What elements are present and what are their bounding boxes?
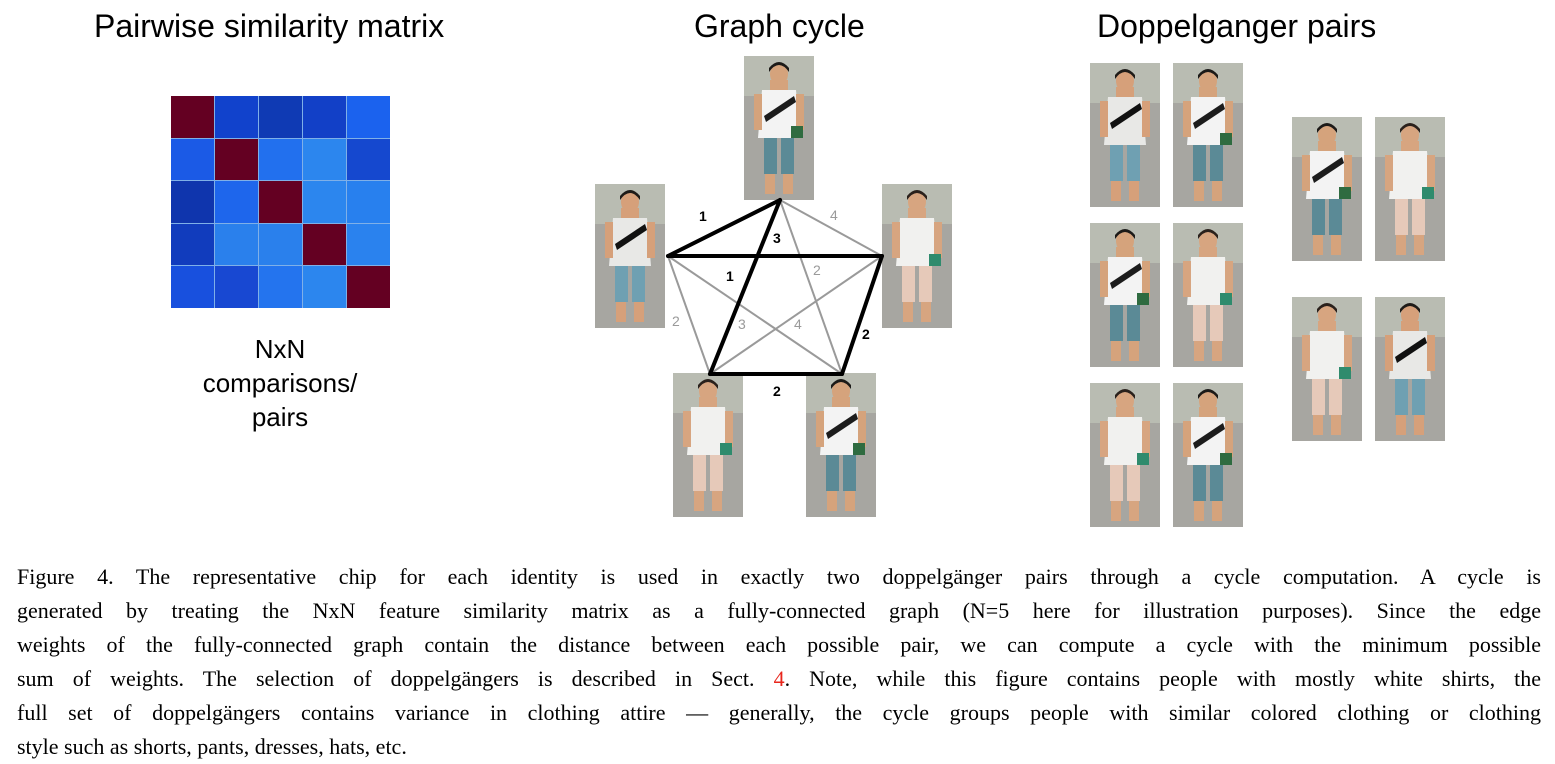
matrix-cell bbox=[215, 181, 258, 223]
edge-weight-label: 3 bbox=[773, 230, 781, 246]
person-figure bbox=[1090, 63, 1160, 207]
person-chip bbox=[673, 373, 743, 517]
caption-text: sum of weights. The selection of doppelg… bbox=[17, 666, 774, 691]
matrix-cell bbox=[259, 181, 302, 223]
pair-chip bbox=[1173, 223, 1243, 367]
edge-weight-label: 2 bbox=[862, 326, 870, 342]
edge-weight-label: 2 bbox=[813, 262, 821, 278]
matrix-cell bbox=[303, 223, 346, 266]
matrix-cell bbox=[259, 138, 302, 181]
pair-chip bbox=[1090, 63, 1160, 207]
edge-weight-label: 1 bbox=[699, 208, 707, 224]
graph-edge bbox=[667, 255, 711, 375]
matrix-cell bbox=[215, 96, 258, 138]
caption-line: Figure 4. The representative chip for ea… bbox=[17, 564, 1541, 589]
edge-weight-label: 4 bbox=[830, 207, 838, 223]
figure-caption: Figure 4. The representative chip for ea… bbox=[17, 560, 1541, 764]
person-chip bbox=[595, 184, 665, 328]
person-chip bbox=[744, 56, 814, 200]
caption-line: full set of doppelgängers contains varia… bbox=[17, 700, 1541, 725]
matrix-cell bbox=[347, 181, 390, 223]
matrix-cell bbox=[171, 96, 214, 138]
matrix-cell bbox=[347, 223, 390, 266]
matrix-cell bbox=[171, 266, 214, 308]
caption-line: weights of the fully-connected graph con… bbox=[17, 632, 1541, 657]
matrix-cell bbox=[259, 96, 302, 138]
graph-edge bbox=[779, 199, 883, 257]
person-figure bbox=[744, 56, 814, 200]
matrix-cell bbox=[303, 96, 346, 138]
edge-weight-label: 2 bbox=[672, 313, 680, 329]
pair-chip bbox=[1292, 297, 1362, 441]
person-figure bbox=[1173, 63, 1243, 207]
matrix-caption-line: comparisons/ bbox=[202, 368, 358, 398]
person-figure bbox=[1292, 297, 1362, 441]
similarity-matrix bbox=[171, 96, 390, 308]
matrix-caption: NxN comparisons/ pairs bbox=[180, 332, 380, 434]
matrix-cell bbox=[347, 96, 390, 138]
cycle-edge bbox=[708, 198, 782, 376]
pair-chip bbox=[1090, 223, 1160, 367]
pair-chip bbox=[1090, 383, 1160, 527]
caption-text: . Note, while this figure contains peopl… bbox=[784, 666, 1541, 691]
graph-edge bbox=[779, 199, 843, 375]
pair-chip bbox=[1375, 297, 1445, 441]
matrix-cell bbox=[303, 181, 346, 223]
matrix-cell bbox=[347, 266, 390, 308]
pair-chip bbox=[1292, 117, 1362, 261]
person-figure bbox=[1375, 117, 1445, 261]
matrix-cell bbox=[347, 138, 390, 181]
person-figure bbox=[1173, 223, 1243, 367]
matrix-cell bbox=[259, 266, 302, 308]
matrix-cell bbox=[303, 138, 346, 181]
cycle-edge bbox=[840, 254, 884, 376]
matrix-cell bbox=[215, 138, 258, 181]
pair-chip bbox=[1375, 117, 1445, 261]
matrix-cell bbox=[171, 138, 214, 181]
person-figure bbox=[882, 184, 952, 328]
cycle-edge bbox=[666, 198, 782, 258]
edge-weight-label: 3 bbox=[738, 316, 746, 332]
person-figure bbox=[1090, 223, 1160, 367]
person-figure bbox=[1090, 383, 1160, 527]
matrix-panel-title: Pairwise similarity matrix bbox=[94, 8, 445, 44]
graph-edge bbox=[667, 255, 843, 375]
matrix-cell bbox=[215, 266, 258, 308]
person-figure bbox=[1173, 383, 1243, 527]
caption-line: style such as shorts, pants, dresses, ha… bbox=[17, 734, 407, 759]
person-chip bbox=[882, 184, 952, 328]
person-figure bbox=[806, 373, 876, 517]
graph-edge bbox=[709, 255, 883, 375]
matrix-cell bbox=[171, 223, 214, 266]
edge-weight-label: 4 bbox=[794, 316, 802, 332]
matrix-cell bbox=[215, 223, 258, 266]
person-figure bbox=[1375, 297, 1445, 441]
cycle-graph: 1 3 1 2 2 4 2 2 3 4 bbox=[666, 198, 884, 399]
matrix-cell bbox=[171, 181, 214, 223]
cycle-panel-title: Graph cycle bbox=[694, 8, 865, 44]
edge-weight-label: 2 bbox=[773, 383, 781, 399]
caption-line: generated by treating the NxN feature si… bbox=[17, 598, 1541, 623]
matrix-cell bbox=[259, 223, 302, 266]
pair-chip bbox=[1173, 383, 1243, 527]
matrix-cell bbox=[303, 266, 346, 308]
pair-chip bbox=[1173, 63, 1243, 207]
matrix-caption-line: NxN bbox=[254, 334, 306, 364]
section-reference-link[interactable]: 4 bbox=[773, 666, 785, 691]
matrix-caption-line: pairs bbox=[251, 402, 309, 432]
person-figure bbox=[595, 184, 665, 328]
person-chip bbox=[806, 373, 876, 517]
edge-weight-label: 1 bbox=[726, 268, 734, 284]
person-figure bbox=[1292, 117, 1362, 261]
caption-line: sum of weights. The selection of doppelg… bbox=[17, 662, 1541, 696]
person-figure bbox=[673, 373, 743, 517]
pairs-panel-title: Doppelganger pairs bbox=[1097, 8, 1377, 44]
